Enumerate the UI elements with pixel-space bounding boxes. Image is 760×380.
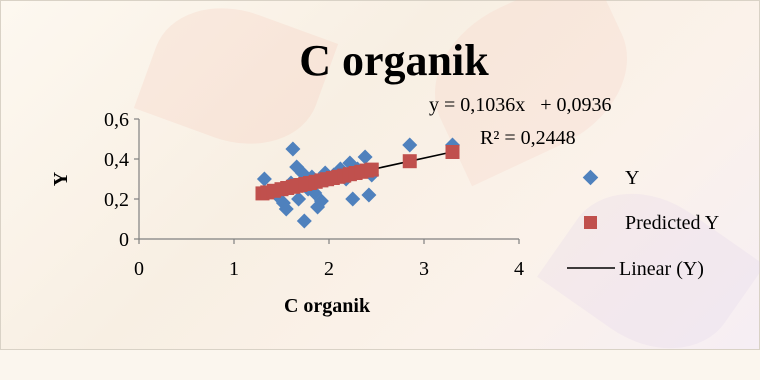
x-tick-label: 2	[324, 258, 334, 280]
x-axis-label: C organik	[284, 295, 371, 317]
scatter-chart: C organik 0 0,2 0,4 0,6 0 1 2 3 4 C organik Y y…	[50, 36, 719, 317]
data-point-y	[278, 201, 294, 217]
legend: Y Predicted Y Linear (Y)	[567, 167, 719, 280]
data-point-y	[313, 193, 329, 209]
data-point-y	[402, 137, 418, 153]
data-point-predicted-y	[364, 162, 379, 177]
legend-label-y: Y	[625, 167, 639, 189]
x-ticks: 0 1 2 3 4	[134, 239, 524, 280]
legend-item-y: Y	[582, 167, 639, 189]
legend-label-predicted-y: Predicted Y	[625, 212, 719, 234]
data-point-y	[345, 191, 361, 207]
data-point-predicted-y	[402, 154, 417, 169]
data-point-y	[256, 171, 272, 187]
legend-item-linear-y: Linear (Y)	[567, 258, 704, 280]
legend-label-linear-y: Linear (Y)	[619, 258, 704, 280]
data-point-y	[296, 213, 312, 229]
legend-item-predicted-y: Predicted Y	[584, 212, 719, 234]
y-ticks: 0 0,2 0,4 0,6	[104, 109, 139, 251]
y-tick-label: 0,2	[104, 189, 129, 211]
data-point-y	[285, 141, 301, 157]
data-point-y	[361, 187, 377, 203]
y-tick-label: 0,6	[104, 109, 129, 131]
trendline-equation: y = 0,1036x + 0,0936	[429, 94, 612, 116]
data-point-y	[291, 191, 307, 207]
x-tick-label: 1	[229, 258, 239, 280]
data-point-y	[357, 149, 373, 165]
series-predicted-points	[255, 145, 460, 201]
x-tick-label: 3	[419, 258, 429, 280]
trendline-r-squared: R² = 0,2448	[480, 127, 576, 149]
data-point-predicted-y	[445, 145, 460, 159]
y-axis-label: Y	[50, 171, 72, 186]
x-tick-label: 0	[134, 258, 144, 280]
y-tick-label: 0	[119, 229, 129, 251]
x-tick-label: 4	[514, 258, 524, 280]
chart-area: C organik 0 0,2 0,4 0,6 0 1 2 3 4 C organik Y y…	[0, 0, 760, 350]
chart-title: C organik	[299, 36, 489, 85]
y-tick-label: 0,4	[104, 149, 129, 171]
legend-square-marker	[584, 216, 597, 229]
legend-diamond-marker	[582, 169, 599, 186]
